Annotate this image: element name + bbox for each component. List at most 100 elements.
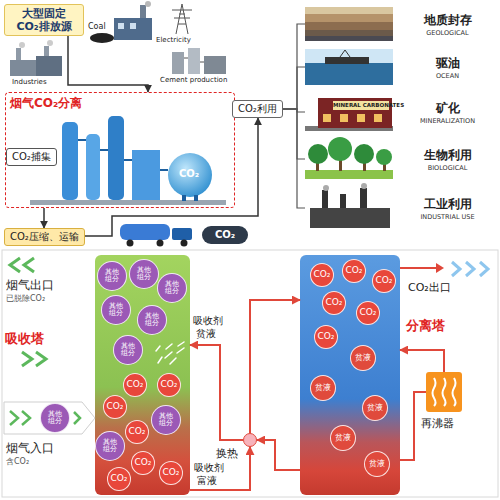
coal-plant bbox=[145, 1, 151, 7]
mineralization-picture bbox=[340, 114, 348, 122]
industry-picture bbox=[310, 183, 390, 228]
node-text: 贫液 bbox=[367, 404, 383, 412]
separation-plant bbox=[182, 195, 186, 201]
power-pylon bbox=[172, 4, 192, 34]
label-text: 吸收剂 bbox=[193, 314, 223, 328]
node-text: 其他组分 bbox=[164, 281, 180, 296]
mineralization-picture bbox=[318, 98, 392, 128]
pipe-connector bbox=[283, 109, 305, 159]
co2-exit bbox=[400, 262, 488, 276]
cement-plant bbox=[172, 52, 184, 74]
pipe-connector bbox=[250, 300, 300, 433]
pipe-connector bbox=[283, 109, 305, 208]
label-text: 富液 bbox=[197, 474, 217, 488]
geology-picture bbox=[305, 22, 393, 30]
pipe-connector bbox=[190, 345, 243, 440]
node-text: CO₂ bbox=[111, 474, 128, 483]
lean-bubble: 贫液 bbox=[362, 395, 388, 421]
cement-plant bbox=[188, 48, 200, 74]
component-bubble: 其他组分 bbox=[137, 305, 167, 335]
absorb-chevrons bbox=[22, 352, 46, 366]
separation-plant bbox=[108, 116, 124, 200]
pipe-connector bbox=[85, 118, 258, 236]
forest-picture bbox=[305, 137, 393, 179]
absorb-chevrons bbox=[22, 352, 46, 366]
lean-bubble: 贫液 bbox=[350, 345, 376, 371]
co2-exit bbox=[436, 263, 444, 273]
pipe-connector bbox=[257, 440, 300, 470]
tanker-truck bbox=[172, 228, 192, 240]
component-bubble: 其他组分 bbox=[157, 273, 187, 303]
emission-source-box: 大型固定 CO₂排放源 bbox=[4, 4, 84, 36]
node-text: CO₂ bbox=[129, 427, 146, 436]
co2-exit bbox=[452, 262, 488, 276]
use-item: 工业利用INDUSTRIAL USE bbox=[305, 186, 498, 230]
label-text: CO₂ bbox=[202, 229, 248, 240]
separation-plant bbox=[86, 134, 100, 200]
node-text: 贫液 bbox=[369, 460, 385, 468]
co2-bubble: CO₂ bbox=[342, 259, 366, 283]
node-text: 分离塔 bbox=[406, 317, 445, 335]
industry-icon bbox=[10, 60, 36, 76]
co2-bubble: CO₂ bbox=[159, 461, 183, 485]
geology-picture bbox=[305, 30, 393, 36]
label-text: Electricity bbox=[156, 36, 191, 44]
node-text: 其他组分 bbox=[47, 411, 63, 426]
geology-picture bbox=[305, 14, 393, 22]
industry-picture bbox=[340, 194, 346, 208]
node-text: 生物利用 bbox=[424, 147, 472, 164]
label-text: Coal bbox=[88, 22, 106, 31]
spray bbox=[156, 342, 184, 364]
industry-icon bbox=[44, 46, 49, 56]
node-text: 贫液 bbox=[315, 384, 331, 392]
lean-bubble: 贫液 bbox=[364, 451, 390, 477]
node-text: CO₂压缩、运输 bbox=[10, 231, 79, 243]
node-text: CO₂ bbox=[318, 332, 335, 341]
forest-picture bbox=[308, 144, 328, 164]
mineralization-picture bbox=[374, 114, 382, 122]
node-text: 其他组分 bbox=[120, 343, 136, 358]
pipe-connector bbox=[190, 447, 250, 490]
ocean-picture bbox=[305, 63, 393, 85]
label-text: Industries bbox=[12, 78, 47, 86]
node-text: GEOLOGICAL bbox=[426, 29, 468, 37]
forest-picture bbox=[354, 144, 374, 164]
tanker-truck bbox=[120, 224, 192, 247]
node-text: 矿化 bbox=[436, 100, 460, 117]
mineralization-picture bbox=[305, 98, 393, 131]
pipe-connector bbox=[68, 36, 148, 92]
node-text: CO₂ bbox=[163, 468, 180, 477]
node-text: 贫液 bbox=[355, 354, 371, 362]
spray bbox=[156, 342, 184, 364]
label-text: CO₂出口 bbox=[408, 280, 451, 295]
power-pylon bbox=[172, 4, 192, 34]
use-item: 驱油OCEAN bbox=[305, 47, 498, 87]
pipeline-pill bbox=[202, 226, 248, 244]
reboiler-icon bbox=[433, 378, 456, 406]
co2-exit bbox=[400, 267, 436, 269]
label-text: 吸收剂 bbox=[194, 461, 224, 475]
outlet-chevrons bbox=[10, 258, 34, 272]
tanker-truck bbox=[120, 224, 170, 240]
label-text: 已脱除CO₂ bbox=[6, 293, 45, 304]
industry-picture bbox=[360, 188, 367, 208]
coal-plant bbox=[114, 18, 152, 40]
node-text: INDUSTRIAL USE bbox=[420, 213, 474, 221]
node-text: 大型固定 CO₂排放源 bbox=[10, 7, 78, 33]
geology-picture bbox=[305, 36, 393, 41]
industry-picture bbox=[310, 208, 390, 228]
co2-bubble: CO₂ bbox=[103, 395, 127, 419]
inlet-band bbox=[4, 402, 95, 434]
pipe-connector bbox=[43, 208, 45, 228]
panel-frame bbox=[2, 250, 498, 497]
stripper-tower bbox=[300, 255, 400, 495]
industry-picture bbox=[323, 185, 329, 191]
node-text: 吸收塔 bbox=[5, 330, 44, 348]
lean-bubble: 贫液 bbox=[330, 425, 356, 451]
co2-bubble: CO₂ bbox=[125, 420, 149, 444]
node-text: CO₂ bbox=[135, 458, 152, 467]
industry-icon bbox=[36, 56, 62, 76]
node-text: 其他组分 bbox=[136, 267, 152, 282]
use-item: 矿化MINERALIZATION bbox=[305, 92, 498, 132]
pipe-connector bbox=[283, 67, 305, 109]
